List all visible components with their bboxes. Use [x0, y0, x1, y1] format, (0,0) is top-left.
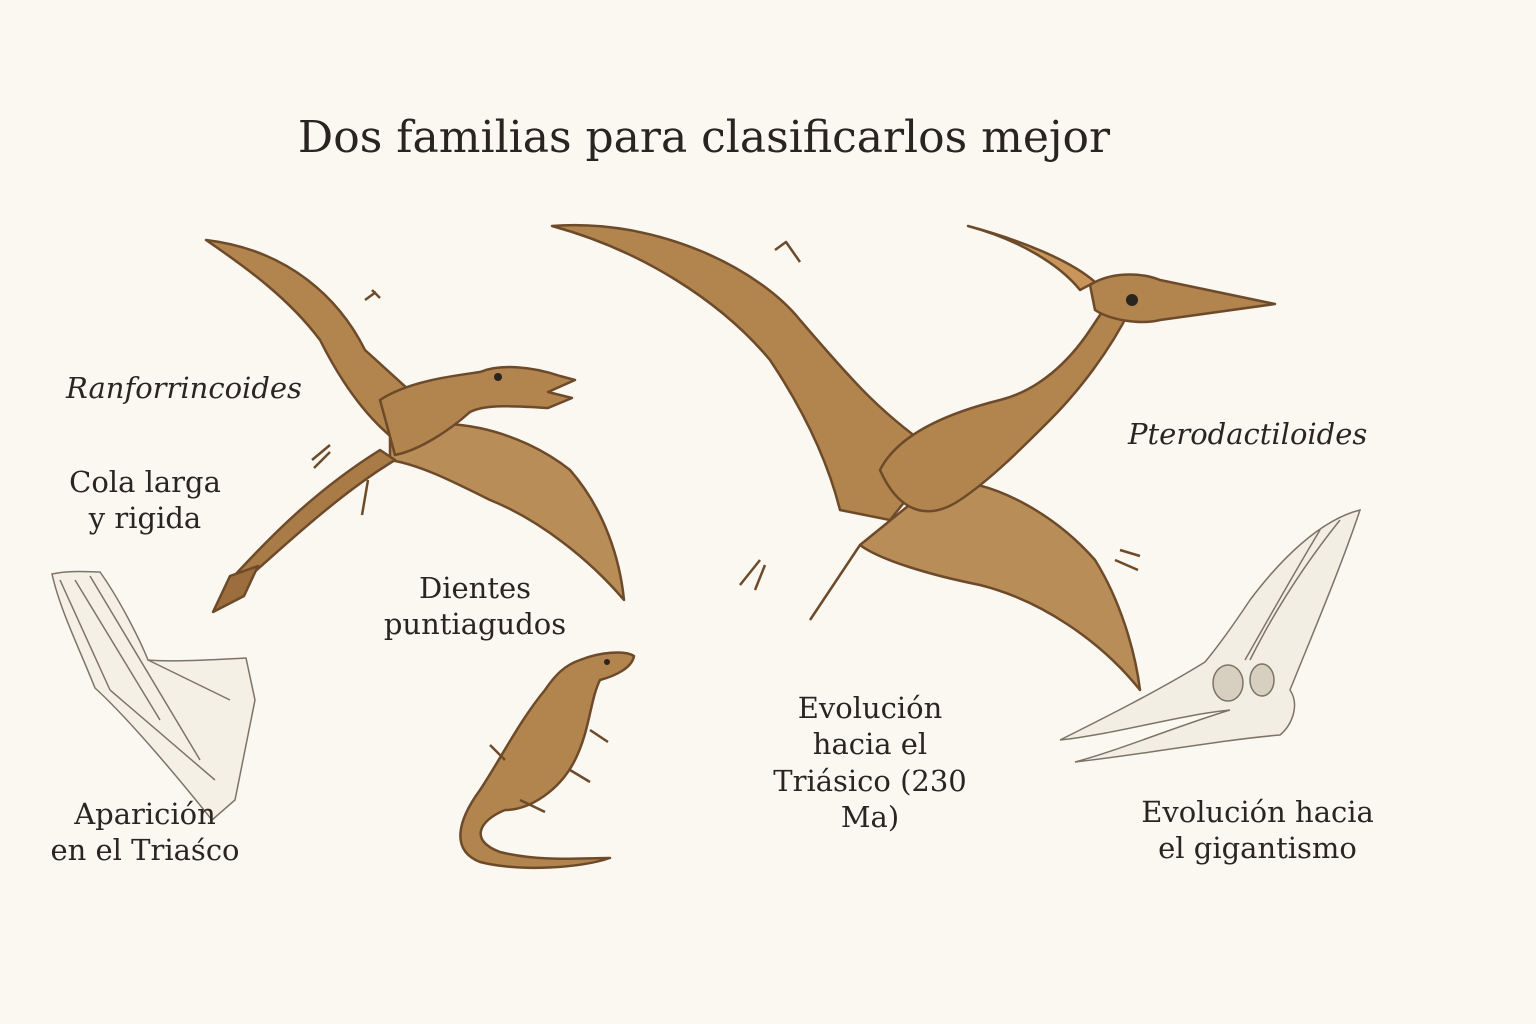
label-evolution-gigantism: Evolución hacia el gigantismo	[1141, 795, 1374, 866]
group-label-pterodactiloides: Pterodactiloides	[1128, 417, 1368, 451]
label-triassic-appearance: Aparición en el Triaśco	[50, 797, 240, 868]
lizard-ancestor	[459, 651, 636, 870]
page-title: Dos familias para clasificarlos mejor	[297, 112, 1111, 163]
wing-membrane-sketch	[51, 570, 256, 822]
pterodactyloid-pterosaur	[550, 223, 1277, 692]
crested-skull-sketch	[1059, 508, 1362, 763]
group-label-ranforrincoides: Ranforrincoides	[66, 371, 302, 405]
label-sharp-teeth: Dientes puntiagudos	[383, 571, 567, 642]
rhamphorhynchoid-pterosaur	[204, 238, 626, 614]
label-long-rigid-tail: Cola larga y rigida	[69, 465, 221, 536]
label-evolution-triassic: Evolución hacia el Triásico (230 Ma)	[773, 691, 967, 834]
